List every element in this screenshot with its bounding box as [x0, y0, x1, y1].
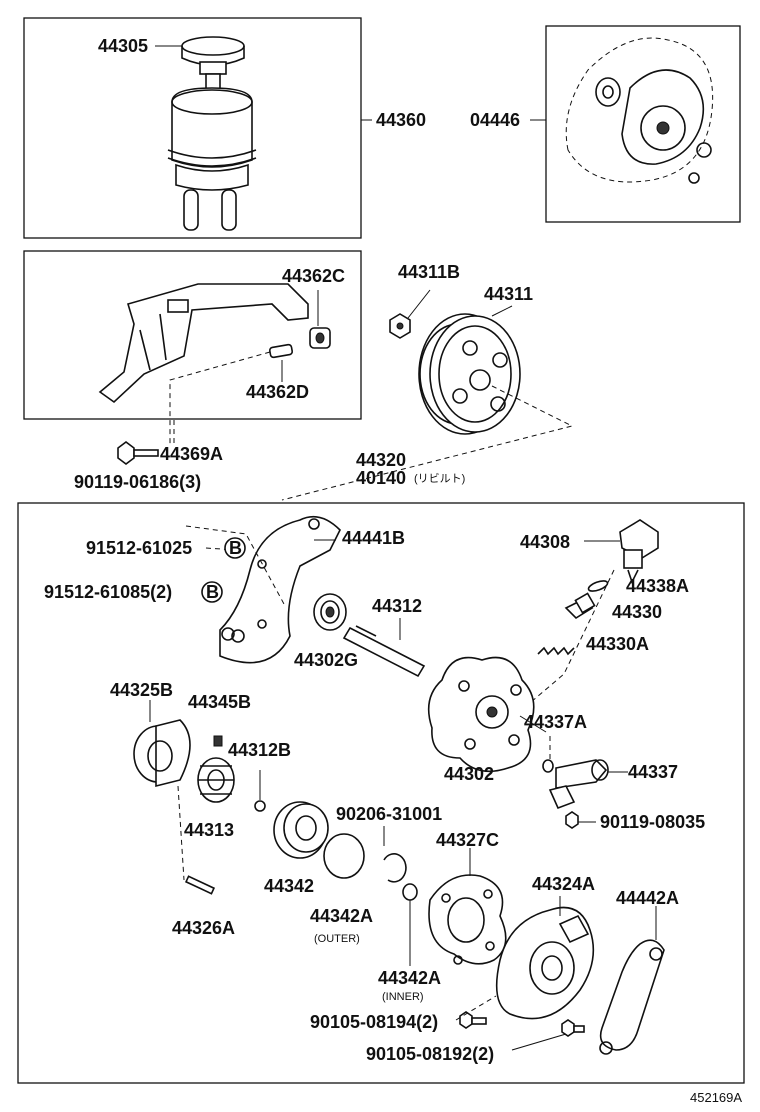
- rotor-44313[interactable]: [197, 757, 235, 803]
- label-90206-31001: 90206-31001: [336, 804, 442, 824]
- o-ring-44338A[interactable]: [587, 579, 609, 593]
- label-44342A-inner: 44342A: [378, 968, 441, 988]
- marker-b-1: [224, 537, 246, 559]
- label-90119-08035: 90119-08035: [600, 812, 705, 832]
- label-44342: 44342: [264, 876, 314, 896]
- label-44360: 44360: [376, 110, 426, 130]
- marker-b-2: [201, 581, 223, 603]
- label-44342A-inner-note: (INNER): [382, 991, 424, 1003]
- label-44327C: 44327C: [436, 830, 499, 850]
- union-44308[interactable]: [619, 519, 659, 585]
- label-44345B: 44345B: [188, 692, 251, 712]
- reservoir-cap-44305[interactable]: [181, 36, 245, 91]
- snap-ring-44312B[interactable]: [254, 800, 266, 812]
- pump-assembly-group-box: [17, 502, 745, 1084]
- bolt-90119-06186[interactable]: [117, 441, 159, 465]
- label-90105-08192: 90105-08192(2): [366, 1044, 494, 1064]
- suction-port-44337[interactable]: [548, 759, 609, 810]
- label-44305: 44305: [98, 36, 148, 56]
- label-44342A-outer: 44342A: [310, 906, 373, 926]
- pump-body-44302[interactable]: [427, 656, 535, 773]
- bracket-assembly[interactable]: [98, 283, 309, 404]
- label-44330: 44330: [612, 602, 662, 622]
- bolt-90119-08035[interactable]: [565, 811, 596, 829]
- bracket-44441B[interactable]: [219, 515, 341, 664]
- label-40140-note: (リビルト): [414, 472, 465, 485]
- label-44330A: 44330A: [586, 634, 649, 654]
- valve-44330[interactable]: [564, 592, 596, 620]
- marker-b-1-label: B: [229, 538, 242, 558]
- o-ring-44342A-outer[interactable]: [323, 833, 365, 879]
- rear-housing-44324A[interactable]: [495, 906, 595, 1020]
- snap-ring-90206-31001[interactable]: [383, 853, 407, 883]
- label-44342A-outer-note: (OUTER): [314, 933, 360, 945]
- pin-44326A[interactable]: [184, 875, 216, 895]
- label-44311: 44311: [484, 284, 533, 304]
- pulley-44311[interactable]: [418, 313, 521, 435]
- label-44325B: 44325B: [110, 680, 173, 700]
- bolt-90105-08194[interactable]: [459, 1011, 487, 1029]
- label-44441B: 44441B: [342, 528, 405, 548]
- label-44302G: 44302G: [294, 650, 358, 670]
- bracket-44442A[interactable]: [599, 939, 665, 1055]
- o-ring-44342A-inner[interactable]: [402, 883, 418, 901]
- label-44326A: 44326A: [172, 918, 235, 938]
- bracket-group-box: [23, 250, 362, 420]
- label-44337: 44337: [628, 762, 678, 782]
- diagram-id: 452169A: [690, 1090, 742, 1105]
- gasket-44327C[interactable]: [428, 874, 507, 965]
- label-44324A: 44324A: [532, 874, 595, 894]
- vane-44345B[interactable]: [213, 735, 223, 747]
- label-44311B: 44311B: [398, 262, 460, 282]
- label-90105-08194: 90105-08194(2): [310, 1012, 438, 1032]
- bolt-90105-08192[interactable]: [561, 1019, 585, 1037]
- o-ring-44337A[interactable]: [542, 759, 554, 773]
- label-44302: 44302: [444, 764, 494, 784]
- label-40140: 40140: [356, 468, 406, 488]
- pump-body-04446[interactable]: [565, 37, 714, 184]
- reservoir-tank-44360[interactable]: [167, 87, 257, 231]
- label-44369A: 44369A: [160, 444, 223, 464]
- label-44312: 44312: [372, 596, 422, 616]
- bushing-44362C[interactable]: [309, 327, 331, 349]
- label-04446: 04446: [470, 110, 520, 130]
- reservoir-group-box: [23, 17, 362, 239]
- label-44362C: 44362C: [282, 266, 345, 286]
- spring-44330A[interactable]: [537, 646, 575, 656]
- label-44313: 44313: [184, 820, 234, 840]
- label-91512-61025: 91512-61025: [86, 538, 192, 558]
- label-44338A: 44338A: [626, 576, 689, 596]
- shaft-44312[interactable]: [342, 625, 426, 678]
- marker-b-2-label: B: [206, 582, 219, 602]
- label-91512-61085: 91512-61085(2): [44, 582, 172, 602]
- pump-body-group-box: [545, 25, 741, 223]
- label-90119-06186: 90119-06186(3): [74, 472, 201, 492]
- collar-44362D[interactable]: [268, 343, 294, 359]
- bearing-44302G[interactable]: [313, 593, 347, 631]
- label-44442A: 44442A: [616, 888, 679, 908]
- label-44362D: 44362D: [246, 382, 309, 402]
- label-44308: 44308: [520, 532, 570, 552]
- label-44337A: 44337A: [524, 712, 587, 732]
- label-44320: 44320: [356, 450, 406, 470]
- side-plate-44342[interactable]: [273, 801, 329, 859]
- cam-ring-44325B[interactable]: [133, 719, 191, 788]
- label-44312B: 44312B: [228, 740, 291, 760]
- nut-44311B[interactable]: [389, 313, 411, 339]
